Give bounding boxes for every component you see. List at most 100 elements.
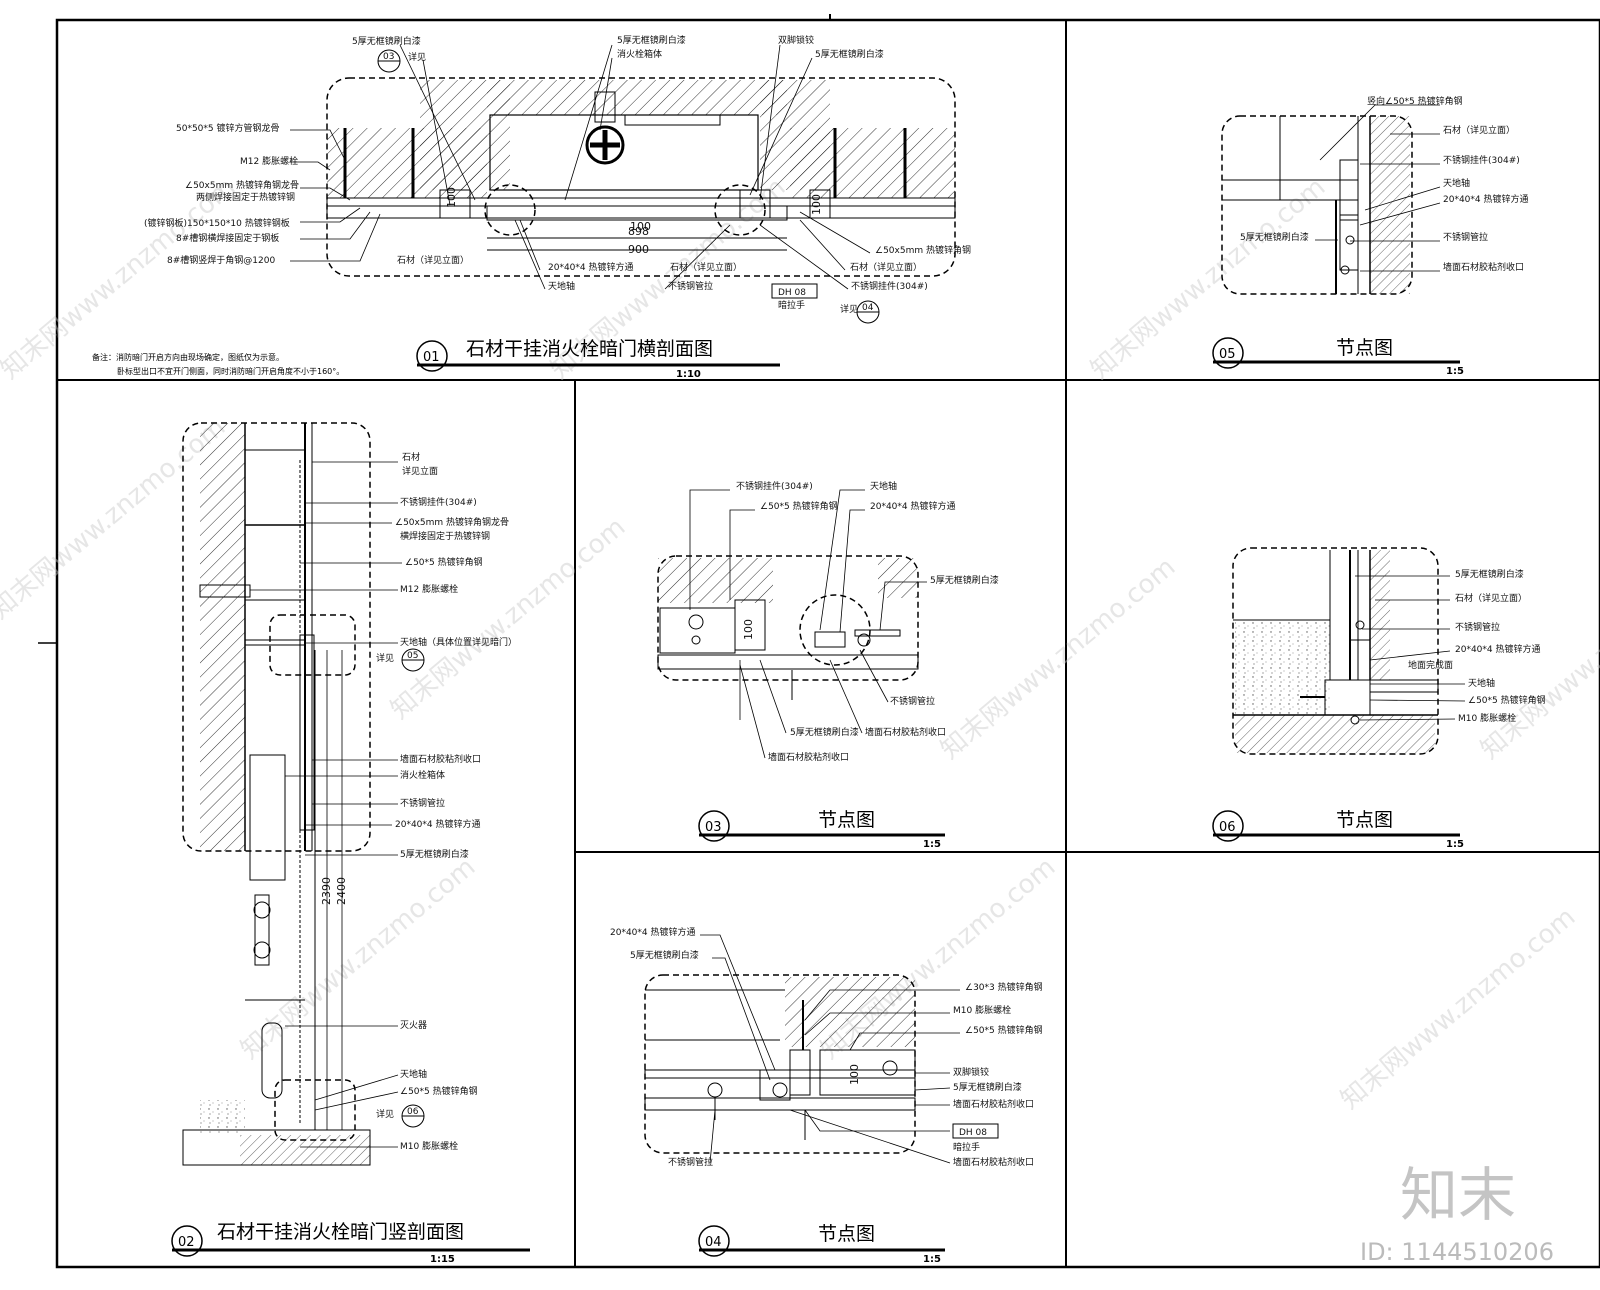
note-line-2: 卧标型出口不宜开门侧面，同时消防暗门开启角度不小于160°。 — [117, 366, 344, 376]
panel-01-horizontal-section: 898 900 100 100 100 03 5厚无框镜刷白漆 详见 5厚无框镜… — [92, 34, 971, 380]
callout-03-num: 03 — [383, 52, 394, 62]
panel-04-node-detail: 100 20*40*4 热镀锌方通 5厚无框镜刷白漆 ∠30*3 热镀锌角钢 M… — [610, 926, 1043, 1265]
label: 暗拉手 — [778, 299, 805, 311]
panel-01-title: 石材干挂消火栓暗门横剖面图 — [466, 338, 713, 360]
label: 不锈钢管拉 — [668, 280, 713, 292]
image-id: ID: 1144510206 — [1360, 1238, 1554, 1266]
tag-dh08: DH 08 — [959, 1128, 987, 1138]
detail-boundary — [182, 422, 371, 852]
dim-100: 100 — [742, 619, 755, 640]
label: 不锈钢挂件(304#) — [736, 480, 813, 492]
watermark-text: 知末网www.znzmo.com — [1335, 902, 1581, 1115]
panel-04-scale: 1:5 — [923, 1254, 941, 1265]
note-line-1: 备注：消防暗门开启方向由现场确定，图纸仅为示意。 — [92, 352, 284, 362]
label: 5厚无框镜刷白漆 — [617, 34, 686, 46]
label: 20*40*4 热镀锌方通 — [610, 926, 696, 938]
panel-01-scale: 1:10 — [676, 369, 701, 380]
detail-boundary — [1221, 115, 1413, 295]
label: 石材（详见立面） — [670, 261, 742, 273]
label: 详见 — [840, 303, 858, 315]
label: 5厚无框镜刷白漆 — [630, 949, 699, 961]
label: M10 膨胀螺栓 — [1458, 712, 1516, 724]
detail-boundary — [1232, 547, 1439, 755]
label: 天地轴 — [870, 480, 897, 492]
label: 8#槽钢横焊接固定于钢板 — [176, 232, 279, 244]
dim-898: 898 — [628, 225, 649, 238]
label: 20*40*4 热镀锌方通 — [1455, 643, 1541, 655]
label: 墙面石材胶粘剂收口 — [400, 753, 481, 765]
label: M10 膨胀螺栓 — [953, 1004, 1011, 1016]
dim-2390: 2390 — [320, 877, 333, 905]
label: 5厚无框镜刷白漆 — [400, 848, 469, 860]
label: 墙面石材胶粘剂收口 — [865, 726, 946, 738]
label: 不锈钢管拉 — [400, 797, 445, 809]
label: 50*50*5 镀锌方管钢龙骨 — [176, 122, 280, 134]
label: 双脚锁铰 — [778, 34, 814, 46]
callout-04-num: 04 — [862, 303, 874, 313]
label: 详见 — [408, 51, 426, 63]
watermark-text: 知末网www.znzmo.com — [235, 852, 481, 1065]
panel-03-number: 03 — [705, 820, 722, 835]
label: ∠50*5 热镀锌角钢 — [965, 1024, 1043, 1036]
watermark-text: 知末网www.znzmo.com — [385, 512, 631, 725]
label: 不锈钢挂件(304#) — [851, 280, 928, 292]
label: 不锈钢挂件(304#) — [1443, 154, 1520, 166]
label: 不锈钢管拉 — [668, 1156, 713, 1168]
label: 不锈钢管拉 — [890, 695, 935, 707]
watermark-text: 知末网www.znzmo.com — [0, 412, 231, 625]
label: M10 膨胀螺栓 — [400, 1140, 458, 1152]
watermark-text: 知末网www.znzmo.com — [1475, 552, 1600, 765]
label: ∠50*5 热镀锌角钢 — [1468, 694, 1546, 706]
label: 5厚无框镜刷白漆 — [1455, 568, 1524, 580]
label: ∠50*5 热镀锌角钢 — [405, 556, 483, 568]
label: M12 膨胀螺栓 — [400, 583, 458, 595]
dim-100c: 100 — [810, 194, 823, 215]
panel-05-node-detail: 竖向∠50*5 热镀锌角钢 石材（详见立面） 不锈钢挂件(304#) 天地轴 2… — [1212, 95, 1529, 377]
label: 灭火器 — [400, 1020, 427, 1031]
label: 天地轴（具体位置详见暗门） — [400, 636, 517, 648]
label: 消火栓箱体 — [400, 769, 445, 781]
label: 5厚无框镜刷白漆 — [953, 1081, 1022, 1093]
label: 石材（详见立面） — [1443, 124, 1515, 136]
label: 竖向∠50*5 热镀锌角钢 — [1367, 95, 1463, 107]
brand-logo: 知末 — [1400, 1161, 1516, 1229]
label: 天地轴 — [548, 280, 575, 292]
sheet-frame — [38, 14, 1600, 1269]
label: ∠50x5mm 热镀锌角钢龙骨 — [185, 179, 299, 191]
label: 20*40*4 热镀锌方通 — [548, 261, 634, 273]
label: 石材（详见立面） — [397, 254, 469, 266]
label: 两侧焊接固定于热镀锌钢 — [196, 191, 295, 203]
label: 详见立面 — [402, 465, 438, 477]
label: 不锈钢管拉 — [1443, 231, 1488, 243]
panel-06-node-detail: 5厚无框镜刷白漆 石材（详见立面） 不锈钢管拉 20*40*4 热镀锌方通 地面… — [1212, 547, 1546, 850]
label: ∠50x5mm 热镀锌角钢 — [875, 244, 971, 256]
tag-dh08: DH 08 — [778, 288, 806, 298]
label: 详见 — [376, 1108, 394, 1120]
label: 天地轴 — [1468, 677, 1495, 689]
dim-100: 100 — [848, 1064, 861, 1085]
dim-100b: 100 — [630, 220, 651, 233]
label: 5厚无框镜刷白漆 — [790, 726, 859, 738]
label: 暗拉手 — [953, 1141, 980, 1153]
callout-05-num: 05 — [407, 651, 418, 661]
label: 20*40*4 热镀锌方通 — [395, 818, 481, 830]
panel-05-title: 节点图 — [1336, 337, 1393, 359]
label: 20*40*4 热镀锌方通 — [870, 500, 956, 512]
label: 地面完成面 — [1408, 659, 1453, 671]
hose-reel — [585, 125, 625, 165]
panel-06-title: 节点图 — [1336, 809, 1393, 831]
panel-06-number: 06 — [1219, 820, 1236, 835]
label: 石材（详见立面） — [1455, 592, 1527, 604]
panel-02-scale: 1:15 — [430, 1254, 455, 1265]
label: 天地轴 — [400, 1068, 427, 1080]
label: ∠50*5 热镀锌角钢 — [760, 500, 838, 512]
callout-06-num: 06 — [407, 1107, 419, 1117]
panel-05-number: 05 — [1219, 347, 1236, 362]
label: 20*40*4 热镀锌方通 — [1443, 193, 1529, 205]
label: 5厚无框镜刷白漆 — [352, 35, 421, 47]
label: 墙面石材胶粘剂收口 — [768, 751, 849, 763]
label: ∠50*5 热镀锌角钢 — [400, 1085, 478, 1097]
dim-900: 900 — [628, 243, 649, 256]
panel-06-scale: 1:5 — [1446, 839, 1464, 850]
label: 石材 — [402, 451, 420, 463]
